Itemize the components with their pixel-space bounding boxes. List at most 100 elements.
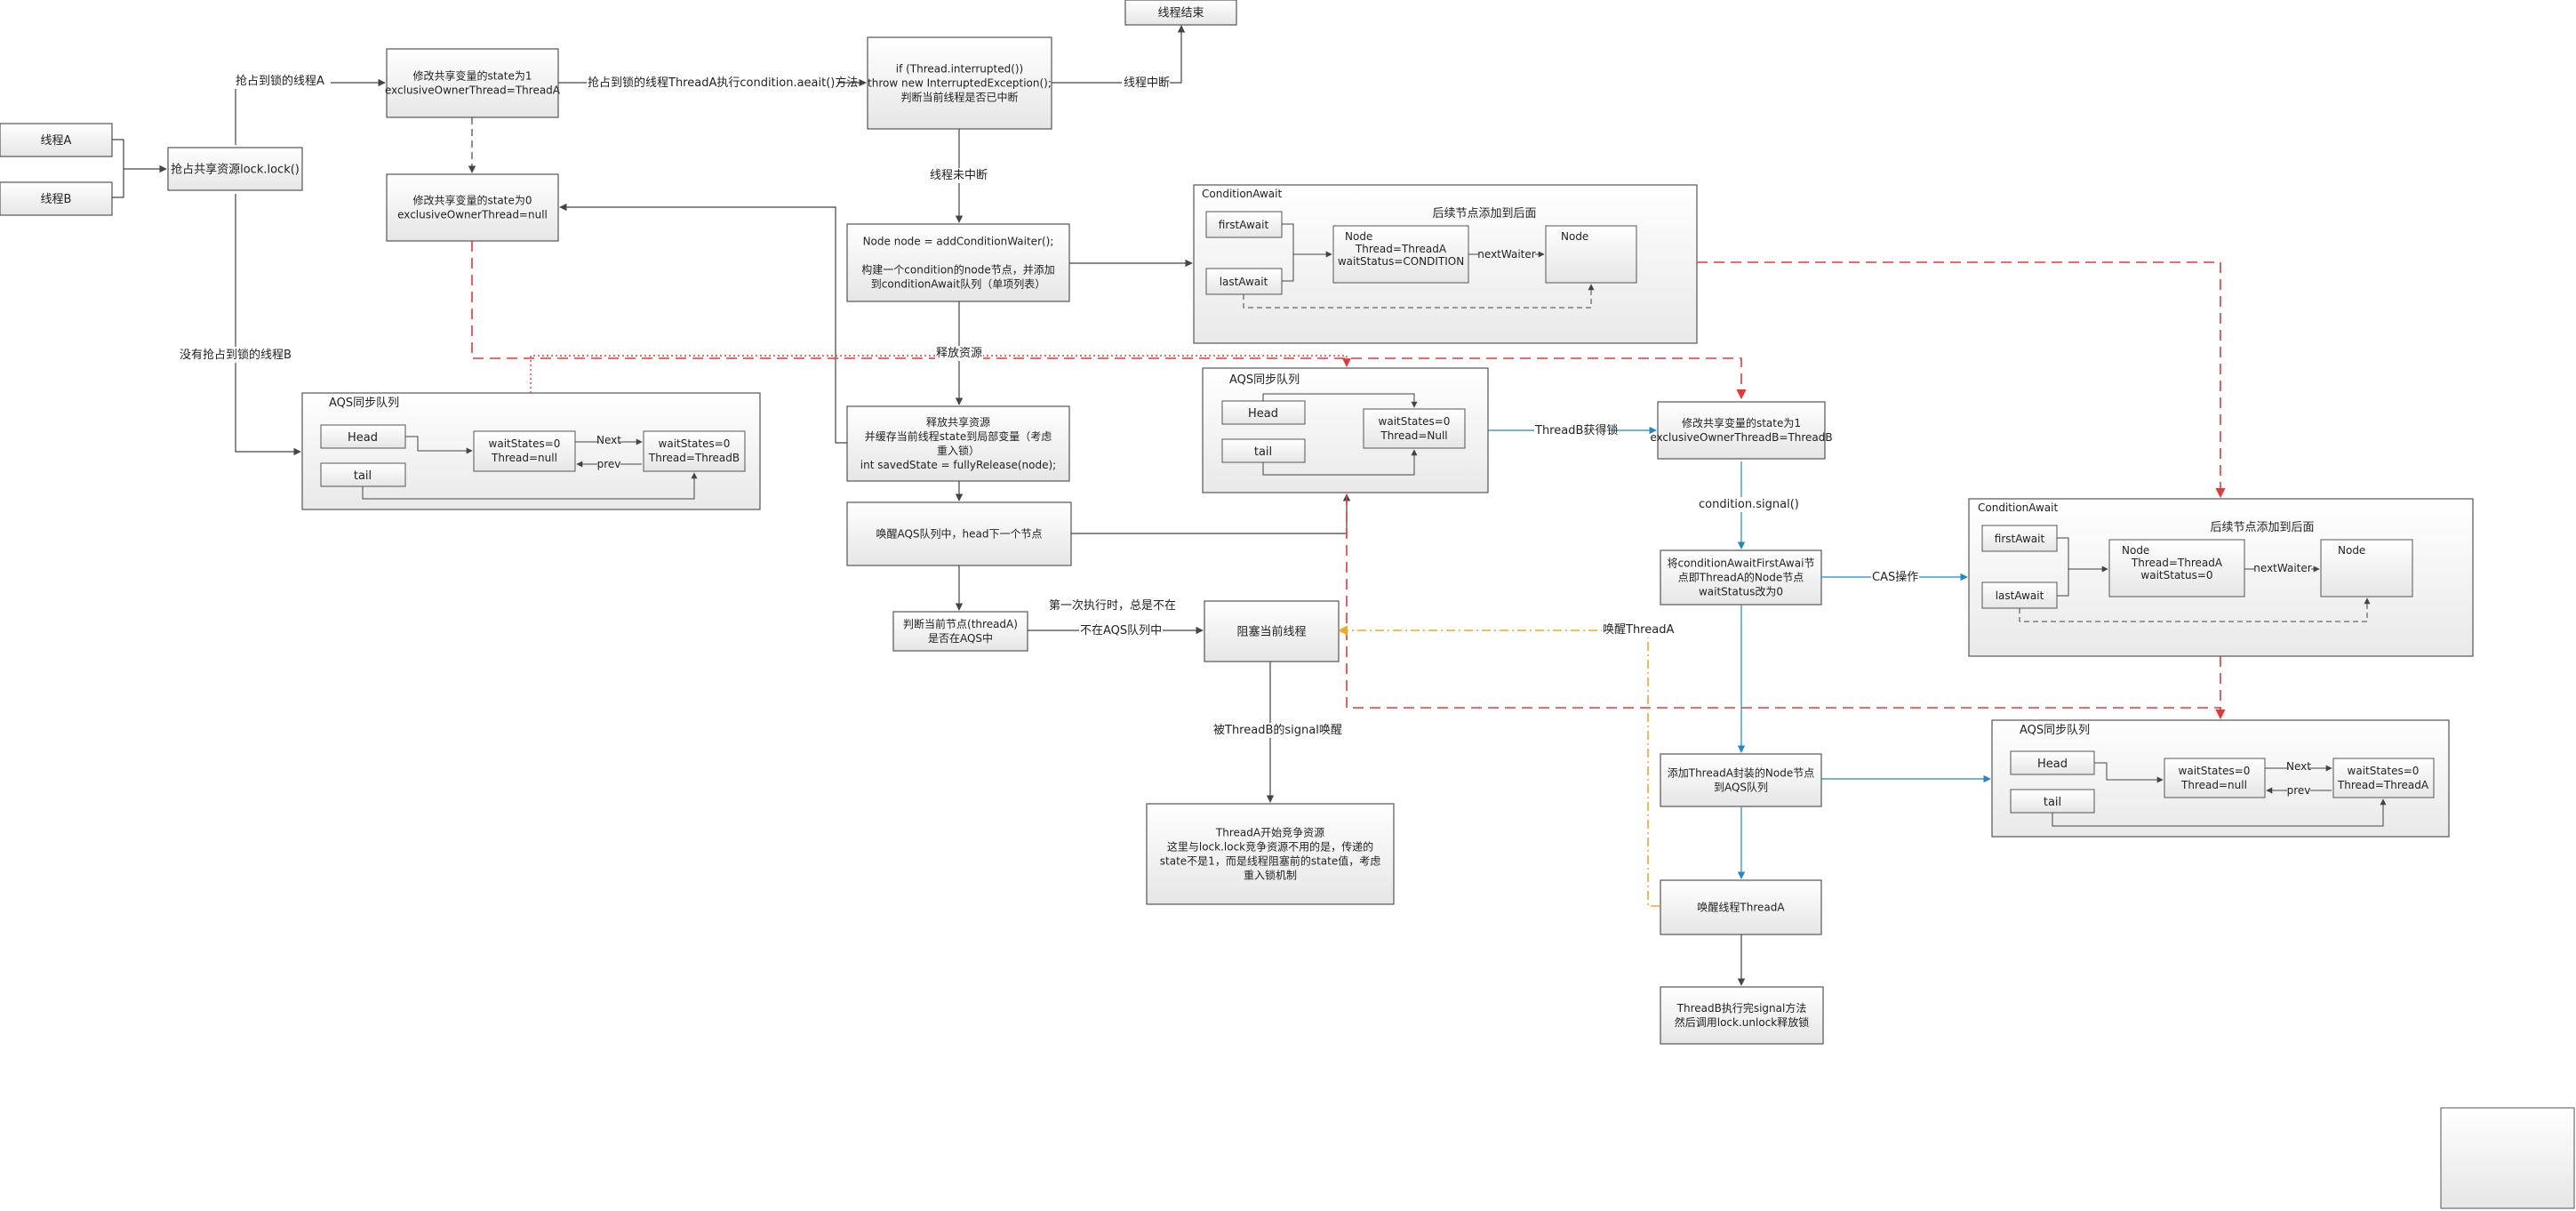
- box-text: state不是1，而是线程阻塞前的state值，考虑: [1160, 854, 1380, 868]
- cond1-node1-line2: Thread=ThreadA: [1355, 243, 1447, 255]
- aqs3-next-label: Next: [2286, 760, 2311, 773]
- box-text: 到conditionAwait队列（单项列表）: [871, 277, 1045, 291]
- aqs3-prev-label: prev: [2287, 784, 2311, 797]
- aqs2-node1-line1: waitStates=0: [1379, 415, 1451, 428]
- box-text: 阻塞当前线程: [1236, 625, 1306, 639]
- cond2-node1-line1: Node: [2122, 544, 2149, 557]
- box-text: 修改共享变量的state为1: [1682, 416, 1801, 429]
- aqs1-node2-line1: waitStates=0: [659, 437, 731, 450]
- box-text: 点即ThreadA的Node节点: [1678, 571, 1804, 584]
- cond1-node1-line1: Node: [1345, 230, 1372, 243]
- cond2-title: ConditionAwait: [1978, 501, 2058, 514]
- box-interrupted: if (Thread.interrupted())throw new Inter…: [867, 36, 1052, 130]
- label-not-in-aqs: 不在AQS队列中: [1080, 624, 1162, 638]
- aqs1-node2-line2: Thread=ThreadB: [648, 452, 740, 464]
- condition-await-group-2: ConditionAwait 后续节点添加到后面 firstAwait last…: [1968, 498, 2474, 657]
- box-text: 并缓存当前线程state到局部变量（考虑: [865, 429, 1052, 443]
- box-text: exclusiveOwnerThread=null: [397, 209, 548, 221]
- aqs-queue-title-3: AQS同步队列: [2020, 724, 2090, 737]
- box-thread-end: 线程结束: [1124, 0, 1237, 26]
- box-text: 重入锁机制: [1244, 869, 1297, 882]
- cond1-nextwaiter-label: nextWaiter: [1477, 248, 1535, 261]
- box-text: 判断当前节点(threadA): [903, 617, 1018, 630]
- box-text: Node node = addConditionWaiter();: [863, 236, 1054, 248]
- aqs3-node1-line2: Thread=null: [2180, 779, 2247, 791]
- cond2-last: lastAwait: [1996, 589, 2044, 602]
- red-dashed-connectors: [471, 241, 2226, 720]
- box-text: 重入锁）: [937, 444, 980, 457]
- aqs3-node2-line2: Thread=ThreadA: [2337, 779, 2429, 791]
- aqs1-prev-label: prev: [597, 458, 621, 470]
- box-text: 到AQS队列: [1714, 781, 1768, 794]
- aqs3-node1-line1: waitStates=0: [2179, 765, 2251, 777]
- aqs2-head: Head: [1248, 407, 1278, 421]
- label-wake-threada: 唤醒ThreadA: [1603, 623, 1674, 637]
- aqs-queue-group-2: AQS同步队列 Head tail waitStates=0 Thread=Nu…: [1202, 367, 1489, 493]
- box-wake-next: 唤醒AQS队列中，head下一个节点: [846, 501, 1072, 566]
- orange-wake-connector: [1337, 625, 1660, 907]
- cond1-node2: Node: [1561, 230, 1588, 243]
- box-text: 线程结束: [1157, 7, 1204, 20]
- aqs3-node2-line1: waitStates=0: [2348, 765, 2420, 777]
- box-thread-a: 线程A: [0, 123, 113, 157]
- box-state0: 修改共享变量的state为0 exclusiveOwnerThread=null: [386, 173, 559, 242]
- label-first-run: 第一次执行时，总是不在: [1049, 598, 1176, 613]
- box-text: 判断当前线程是否已中断: [900, 91, 1018, 104]
- aqs2-tail: tail: [1254, 445, 1272, 459]
- box-wake-a: 唤醒线程ThreadA: [1660, 879, 1822, 935]
- label-no-grab-b: 没有抢占到锁的线程B: [180, 348, 292, 362]
- edge-labels: 抢占到锁的线程A 没有抢占到锁的线程B 抢占到锁的线程ThreadA执行cond…: [178, 73, 1919, 738]
- box-text: 修改共享变量的state为0: [412, 194, 532, 207]
- cond2-first: firstAwait: [1995, 533, 2045, 545]
- box-check-aqs: 判断当前节点(threadA)是否在AQS中: [892, 611, 1028, 652]
- box-text: waitStatus改为0: [1699, 586, 1783, 598]
- box-text: throw new InterruptedException();: [868, 77, 1052, 90]
- process-boxes: 线程A线程B抢占共享资源lock.lock()修改共享变量的state为1exc…: [0, 0, 1833, 1045]
- box-text: if (Thread.interrupted()): [896, 63, 1023, 76]
- box-text: 线程B: [41, 193, 72, 206]
- box-text: 然后调用lock.unlock释放锁: [1675, 1015, 1809, 1029]
- box-text: 线程A: [41, 134, 72, 148]
- label-grab-a: 抢占到锁的线程A: [236, 74, 324, 88]
- box-text: 构建一个condition的node节点，并添加: [861, 263, 1054, 277]
- box-text: exclusiveOwnerThread=ThreadA: [385, 84, 561, 97]
- cond2-node2: Node: [2338, 544, 2365, 557]
- label-interrupted-no: 线程未中断: [930, 169, 988, 182]
- label-await-call: 抢占到锁的线程ThreadA执行condition.aeait()方法: [588, 76, 858, 90]
- box-add-waiter: Node node = addConditionWaiter(); 构建一个con…: [846, 223, 1070, 302]
- aqs-queue-group-1: AQS同步队列 Head tail waitStates=0 Thread=nu…: [301, 392, 761, 510]
- box-state1-a: 修改共享变量的state为1exclusiveOwnerThread=Threa…: [385, 48, 561, 118]
- cond1-note: 后续节点添加到后面: [1432, 207, 1536, 221]
- cond1-first: firstAwait: [1219, 219, 1269, 231]
- box-text: 将conditionAwaitFirstAwai节: [1668, 557, 1815, 570]
- aqs1-node1-line2: Thread=null: [491, 452, 557, 464]
- aqs1-head: Head: [348, 431, 378, 445]
- aqs3-tail: tail: [2044, 796, 2061, 809]
- box-text: 是否在AQS中: [928, 631, 993, 645]
- cond2-note: 后续节点添加到后面: [2210, 521, 2314, 534]
- label-interrupted-yes: 线程中断: [1124, 76, 1170, 90]
- cond1-node1-line3: waitStatus=CONDITION: [1338, 255, 1464, 268]
- box-text: 修改共享变量的state为1: [412, 69, 532, 83]
- box-text: exclusiveOwnerThreadB=ThreadB: [1650, 431, 1832, 444]
- condition-await-group-1: ConditionAwait 后续节点添加到后面 firstAwait last…: [1193, 184, 1698, 344]
- aqs-queue-group-3: AQS同步队列 Head tail waitStates=0 Thread=nu…: [1991, 719, 2450, 838]
- box-set-node: 将conditionAwaitFirstAwai节点即ThreadA的Node节…: [1660, 549, 1822, 606]
- aqs-queue-title-1: AQS同步队列: [329, 397, 399, 410]
- box-text: ThreadB执行完signal方法: [1676, 1001, 1807, 1015]
- aqs1-tail: tail: [354, 469, 372, 483]
- empty-box: [2440, 1107, 2575, 1209]
- box-block: 阻塞当前线程: [1204, 600, 1340, 662]
- box-lock: 抢占共享资源lock.lock(): [167, 147, 303, 191]
- aqs-queue-title-2: AQS同步队列: [1229, 373, 1300, 387]
- label-cas: CAS操作: [1872, 570, 1918, 584]
- aqs1-node1-line1: waitStates=0: [489, 437, 561, 450]
- box-text: 添加ThreadA封装的Node节点: [1668, 766, 1815, 780]
- label-release-res: 释放资源: [936, 347, 982, 360]
- box-state1-b: 修改共享变量的state为1 exclusiveOwnerThreadB=Thre…: [1650, 401, 1833, 460]
- cond2-node1-line2: Thread=ThreadA: [2131, 557, 2223, 569]
